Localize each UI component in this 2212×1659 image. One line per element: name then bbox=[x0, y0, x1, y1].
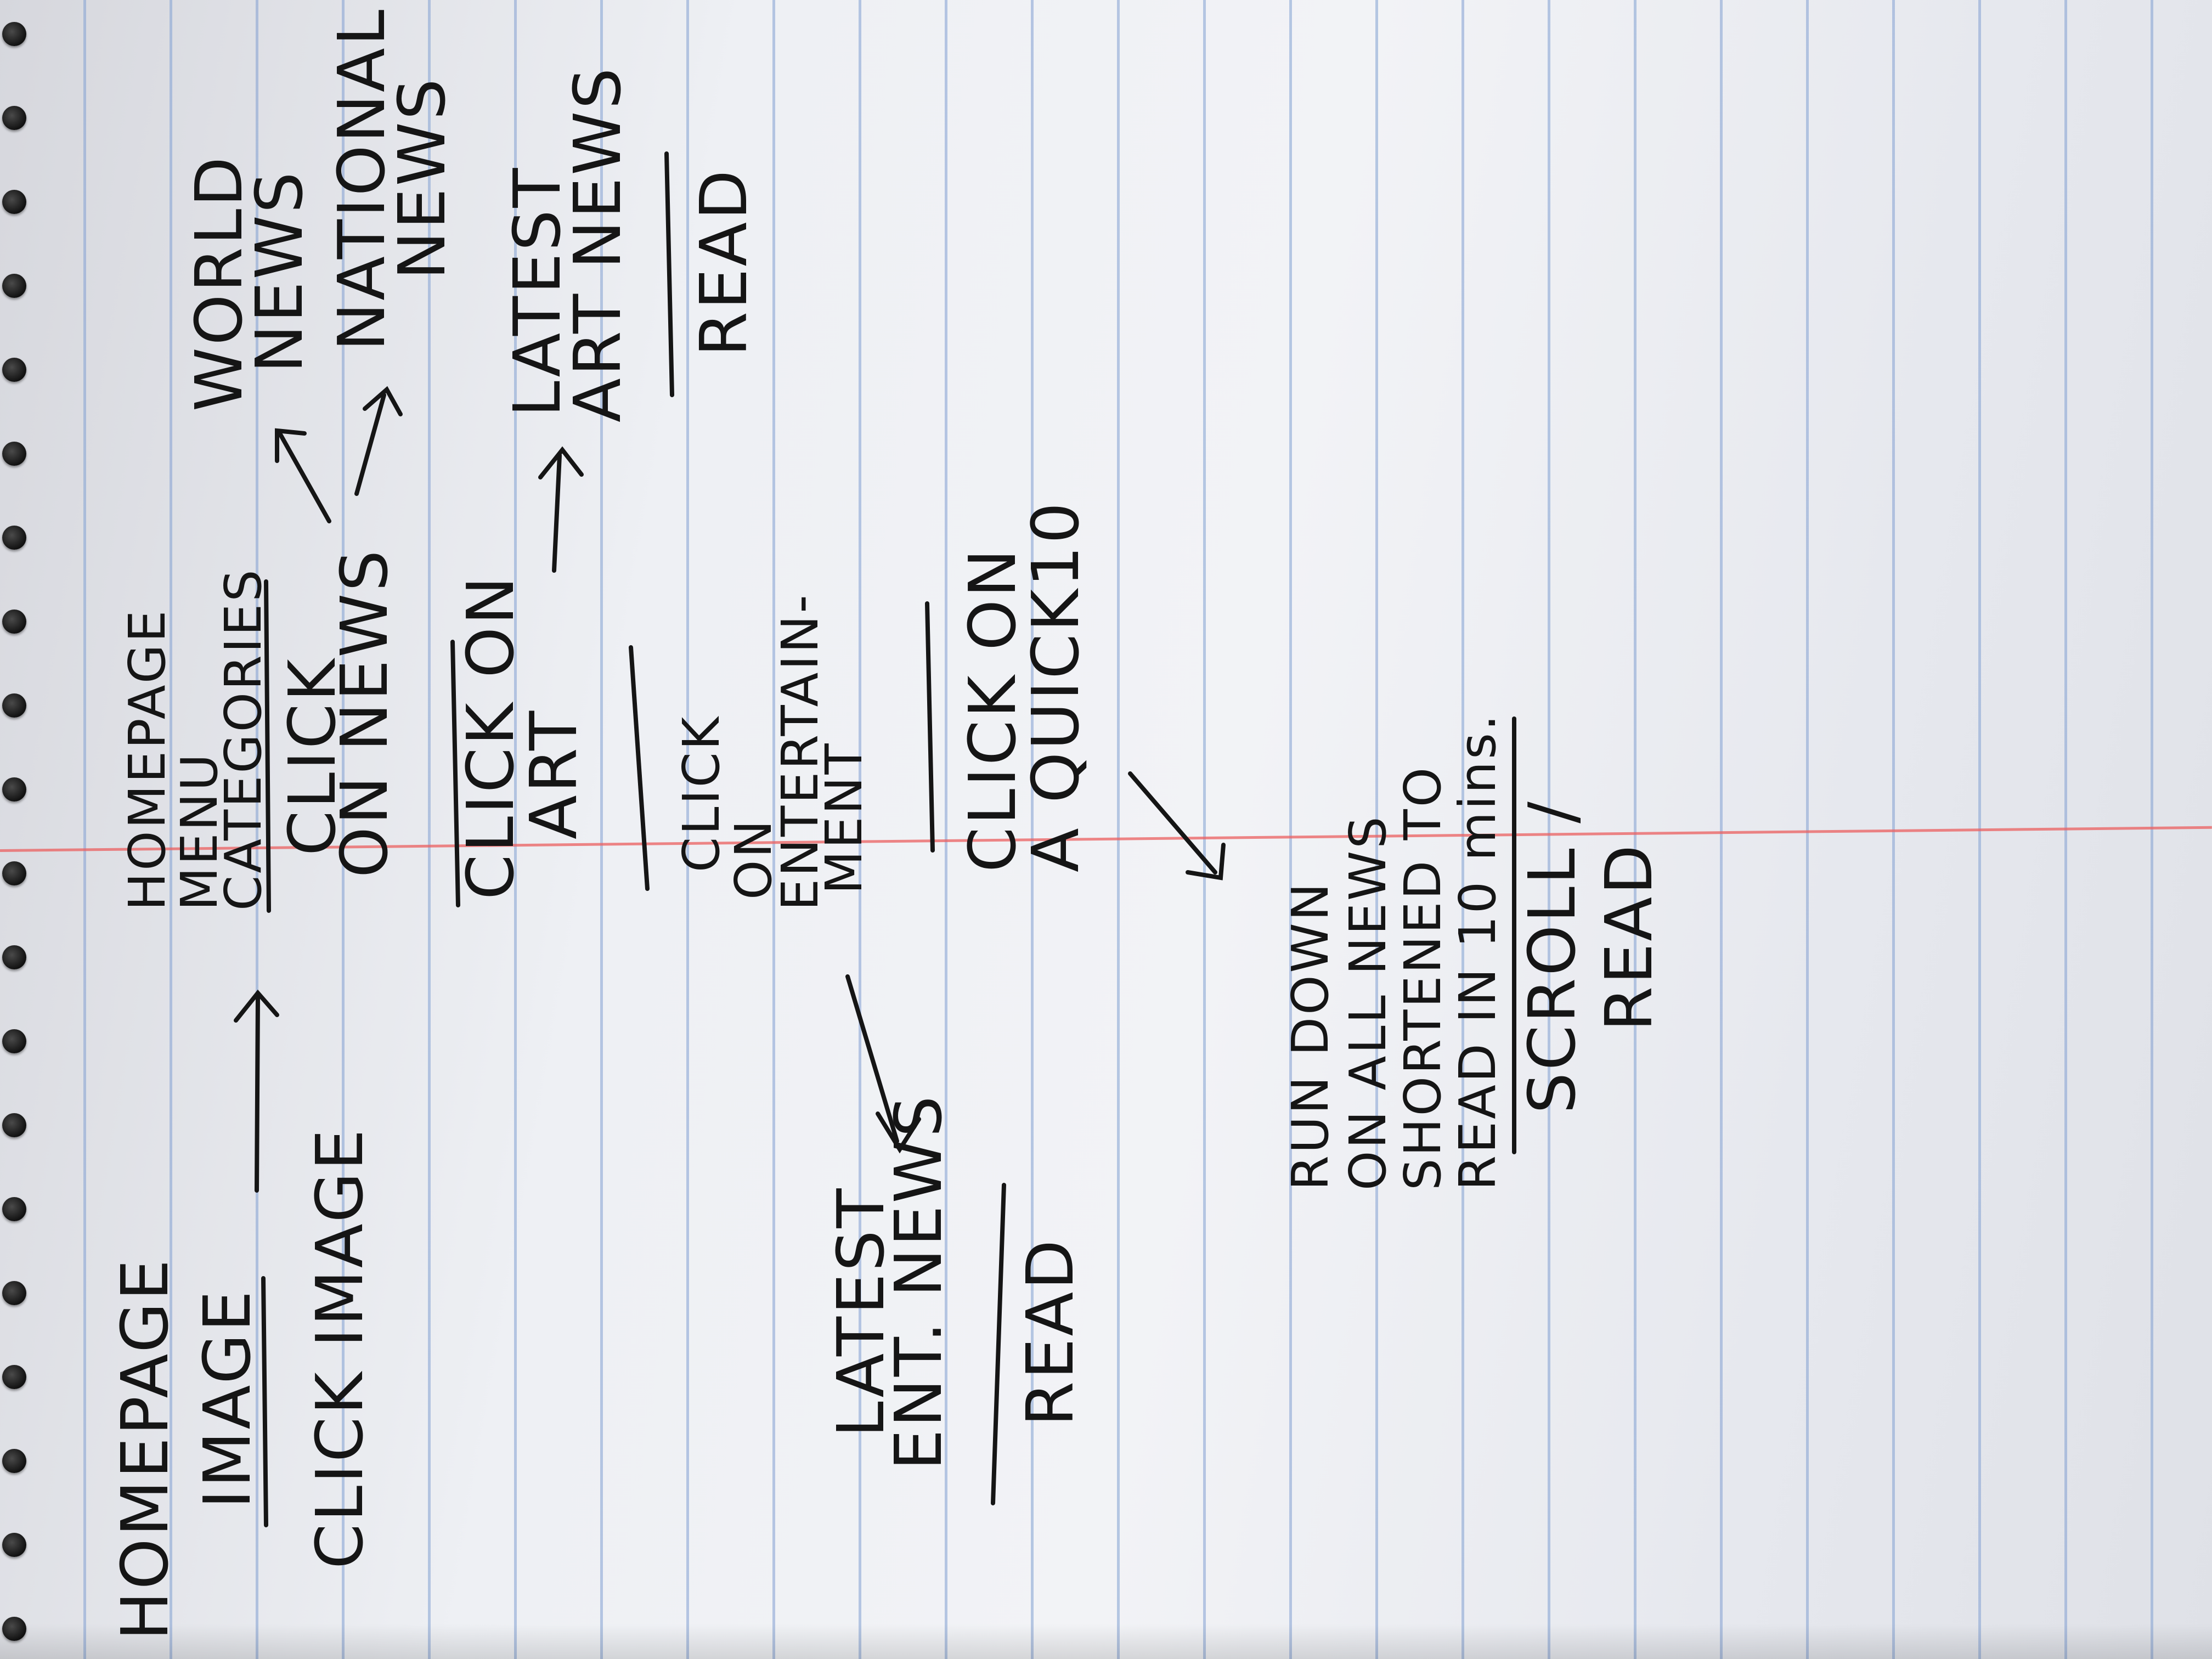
svg-text:ART NEWS: ART NEWS bbox=[560, 66, 635, 422]
divider-entertainment bbox=[925, 601, 935, 853]
svg-text:LATEST: LATEST bbox=[499, 166, 575, 417]
spiral-hole bbox=[2, 1365, 26, 1389]
spiral-hole bbox=[2, 1281, 26, 1305]
svg-text:IMAGE: IMAGE bbox=[189, 1289, 265, 1509]
node-latest-ent-news: LATEST ENT. NEWS bbox=[823, 1094, 956, 1470]
svg-text:NATIONAL: NATIONAL bbox=[324, 8, 399, 351]
divider-ent-news bbox=[991, 1183, 1006, 1505]
node-click-entertainment: CLICK ON ENTERTAIN- MENT bbox=[672, 592, 873, 911]
svg-text:ART: ART bbox=[516, 709, 591, 839]
svg-text:ON ALL NEWS: ON ALL NEWS bbox=[1339, 815, 1397, 1190]
spiral-hole bbox=[2, 945, 26, 969]
spiral-hole bbox=[2, 526, 26, 550]
svg-text:HOMEPAGE: HOMEPAGE bbox=[107, 1257, 183, 1640]
spiral-hole bbox=[2, 777, 26, 802]
spiral-hole bbox=[2, 358, 26, 382]
node-national-news: NATIONAL NEWS bbox=[324, 8, 460, 351]
svg-text:MENU: MENU bbox=[170, 752, 229, 911]
spiral-hole bbox=[2, 190, 26, 214]
divider-news bbox=[450, 640, 460, 907]
arrow-news-to-national bbox=[354, 393, 386, 496]
arrow-image-to-menu bbox=[255, 996, 260, 1193]
node-homepage-image: HOMEPAGE IMAGE bbox=[107, 1257, 265, 1640]
spiral-hole bbox=[2, 1197, 26, 1221]
svg-text:CLICK: CLICK bbox=[274, 657, 350, 856]
spiral-hole bbox=[2, 861, 26, 885]
divider-art-news bbox=[664, 151, 674, 397]
node-read-art: READ bbox=[686, 168, 761, 357]
svg-text:ON NEWS: ON NEWS bbox=[326, 548, 402, 878]
spiral-hole bbox=[2, 1029, 26, 1053]
spiral-hole bbox=[2, 1449, 26, 1473]
spiral-hole bbox=[2, 1617, 26, 1641]
node-click-art: CLICK ON ART bbox=[453, 574, 591, 900]
spiral-hole bbox=[2, 106, 26, 130]
svg-text:CLICK ON: CLICK ON bbox=[955, 547, 1030, 872]
svg-text:MENT: MENT bbox=[815, 741, 873, 894]
svg-text:CLICK ON: CLICK ON bbox=[453, 574, 528, 900]
svg-text:RUN DOWN: RUN DOWN bbox=[1281, 881, 1340, 1190]
node-click-news: CLICK ON NEWS bbox=[274, 548, 402, 878]
svg-text:SHORTENED TO: SHORTENED TO bbox=[1393, 765, 1452, 1190]
divider-homepage-image bbox=[261, 1276, 268, 1527]
spiral-hole bbox=[2, 274, 26, 298]
svg-text:NEWS: NEWS bbox=[241, 170, 317, 373]
spiral-hole bbox=[2, 610, 26, 634]
svg-text:ON: ON bbox=[724, 818, 783, 900]
spiral-hole bbox=[2, 22, 26, 46]
svg-text:ENT. NEWS: ENT. NEWS bbox=[881, 1094, 956, 1470]
svg-text:READ IN 10 mins.: READ IN 10 mins. bbox=[1448, 713, 1507, 1190]
svg-text:ENTERTAIN-: ENTERTAIN- bbox=[771, 592, 830, 911]
arrow-art-to-latest bbox=[552, 453, 562, 573]
svg-text:CATEGORIES: CATEGORIES bbox=[214, 567, 273, 911]
arrow-news-to-world bbox=[278, 431, 331, 523]
node-homepage-menu: HOMEPAGE MENU CATEGORIES bbox=[118, 567, 273, 911]
spiral-hole bbox=[2, 693, 26, 718]
svg-text:LATEST: LATEST bbox=[823, 1186, 899, 1437]
node-latest-art-news: LATEST ART NEWS bbox=[499, 66, 635, 422]
svg-text:READ: READ bbox=[1591, 843, 1667, 1031]
arrow-quick10-to-rundown bbox=[1128, 771, 1217, 874]
svg-text:READ: READ bbox=[686, 168, 761, 357]
node-click-image: CLICK IMAGE bbox=[302, 1127, 377, 1569]
svg-text:HOMEPAGE: HOMEPAGE bbox=[118, 608, 177, 911]
node-scroll-read: SCROLL / READ bbox=[1514, 799, 1667, 1114]
svg-text:A QUICK10: A QUICK10 bbox=[1018, 500, 1093, 872]
svg-text:NEWS: NEWS bbox=[384, 77, 460, 280]
node-read-ent: READ bbox=[1012, 1238, 1088, 1426]
spiral-binding bbox=[0, 0, 38, 1659]
node-world-news: WORLD NEWS bbox=[181, 155, 317, 411]
spiral-hole bbox=[2, 1113, 26, 1137]
svg-text:READ: READ bbox=[1012, 1238, 1088, 1426]
svg-text:CLICK IMAGE: CLICK IMAGE bbox=[302, 1127, 377, 1569]
svg-text:SCROLL /: SCROLL / bbox=[1514, 799, 1590, 1114]
divider-menu bbox=[264, 579, 271, 913]
spiral-hole bbox=[2, 442, 26, 466]
svg-text:WORLD: WORLD bbox=[181, 155, 257, 411]
svg-text:CLICK: CLICK bbox=[672, 715, 731, 872]
node-rundown: RUN DOWN ON ALL NEWS SHORTENED TO READ I… bbox=[1281, 713, 1507, 1190]
spiral-hole bbox=[2, 1533, 26, 1557]
arrow-ent-to-latest bbox=[845, 974, 899, 1143]
node-click-quick10: CLICK ON A QUICK10 bbox=[955, 500, 1093, 872]
divider-art bbox=[629, 645, 650, 891]
